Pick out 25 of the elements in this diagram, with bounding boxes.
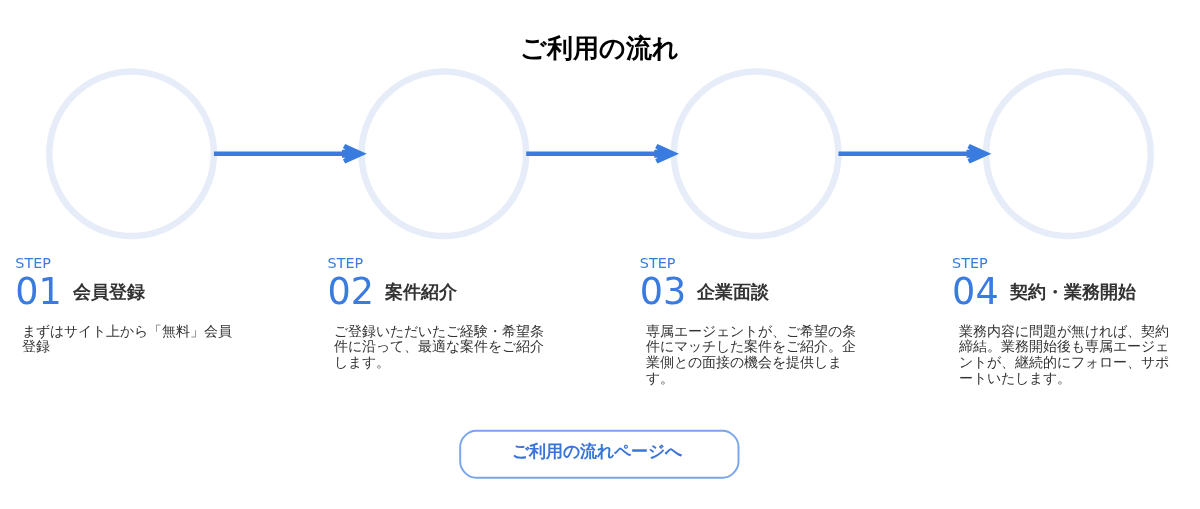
node-label: 04 — [952, 269, 999, 313]
node-label: まずはサイト上から「無料」会員登録 — [21, 322, 232, 354]
node-label: ご登録いただいたご経験・希望条件に沿って、最適な案件をご紹介します。 — [334, 322, 545, 370]
node-circle — [982, 67, 1154, 239]
node-circle — [46, 67, 218, 239]
node-label: STEP — [327, 254, 364, 271]
node-label: 会員登録 — [72, 280, 145, 302]
diagram-title: ご利用の流れ — [520, 32, 680, 63]
node-label: 02 — [327, 269, 375, 313]
node-label: 業務内容に問題が無ければ、契約締結。業務開始後も専属エージェントが、継続的にフォロー、サポートいたします。 — [958, 322, 1169, 386]
node-box: ご利用の流れページへ — [459, 429, 740, 479]
node-circle — [358, 67, 530, 239]
node-label: 案件紹介 — [385, 280, 458, 302]
node-label: STEP — [639, 254, 676, 271]
node-label: 企業面談 — [697, 280, 770, 302]
node-label: STEP — [952, 254, 988, 271]
node-label: 03 — [639, 269, 687, 313]
arrow — [526, 143, 676, 164]
node-label: STEP — [15, 254, 51, 271]
arrow — [838, 143, 989, 164]
arrow — [213, 143, 364, 164]
node-label: 専属エージェントが、ご希望の条件にマッチした案件をご紹介。企業側との面接の機会を提供します。 — [646, 322, 857, 386]
node-label: 契約・業務開始 — [1009, 280, 1136, 302]
node-circle — [670, 67, 842, 239]
node-label: 01 — [15, 269, 62, 313]
